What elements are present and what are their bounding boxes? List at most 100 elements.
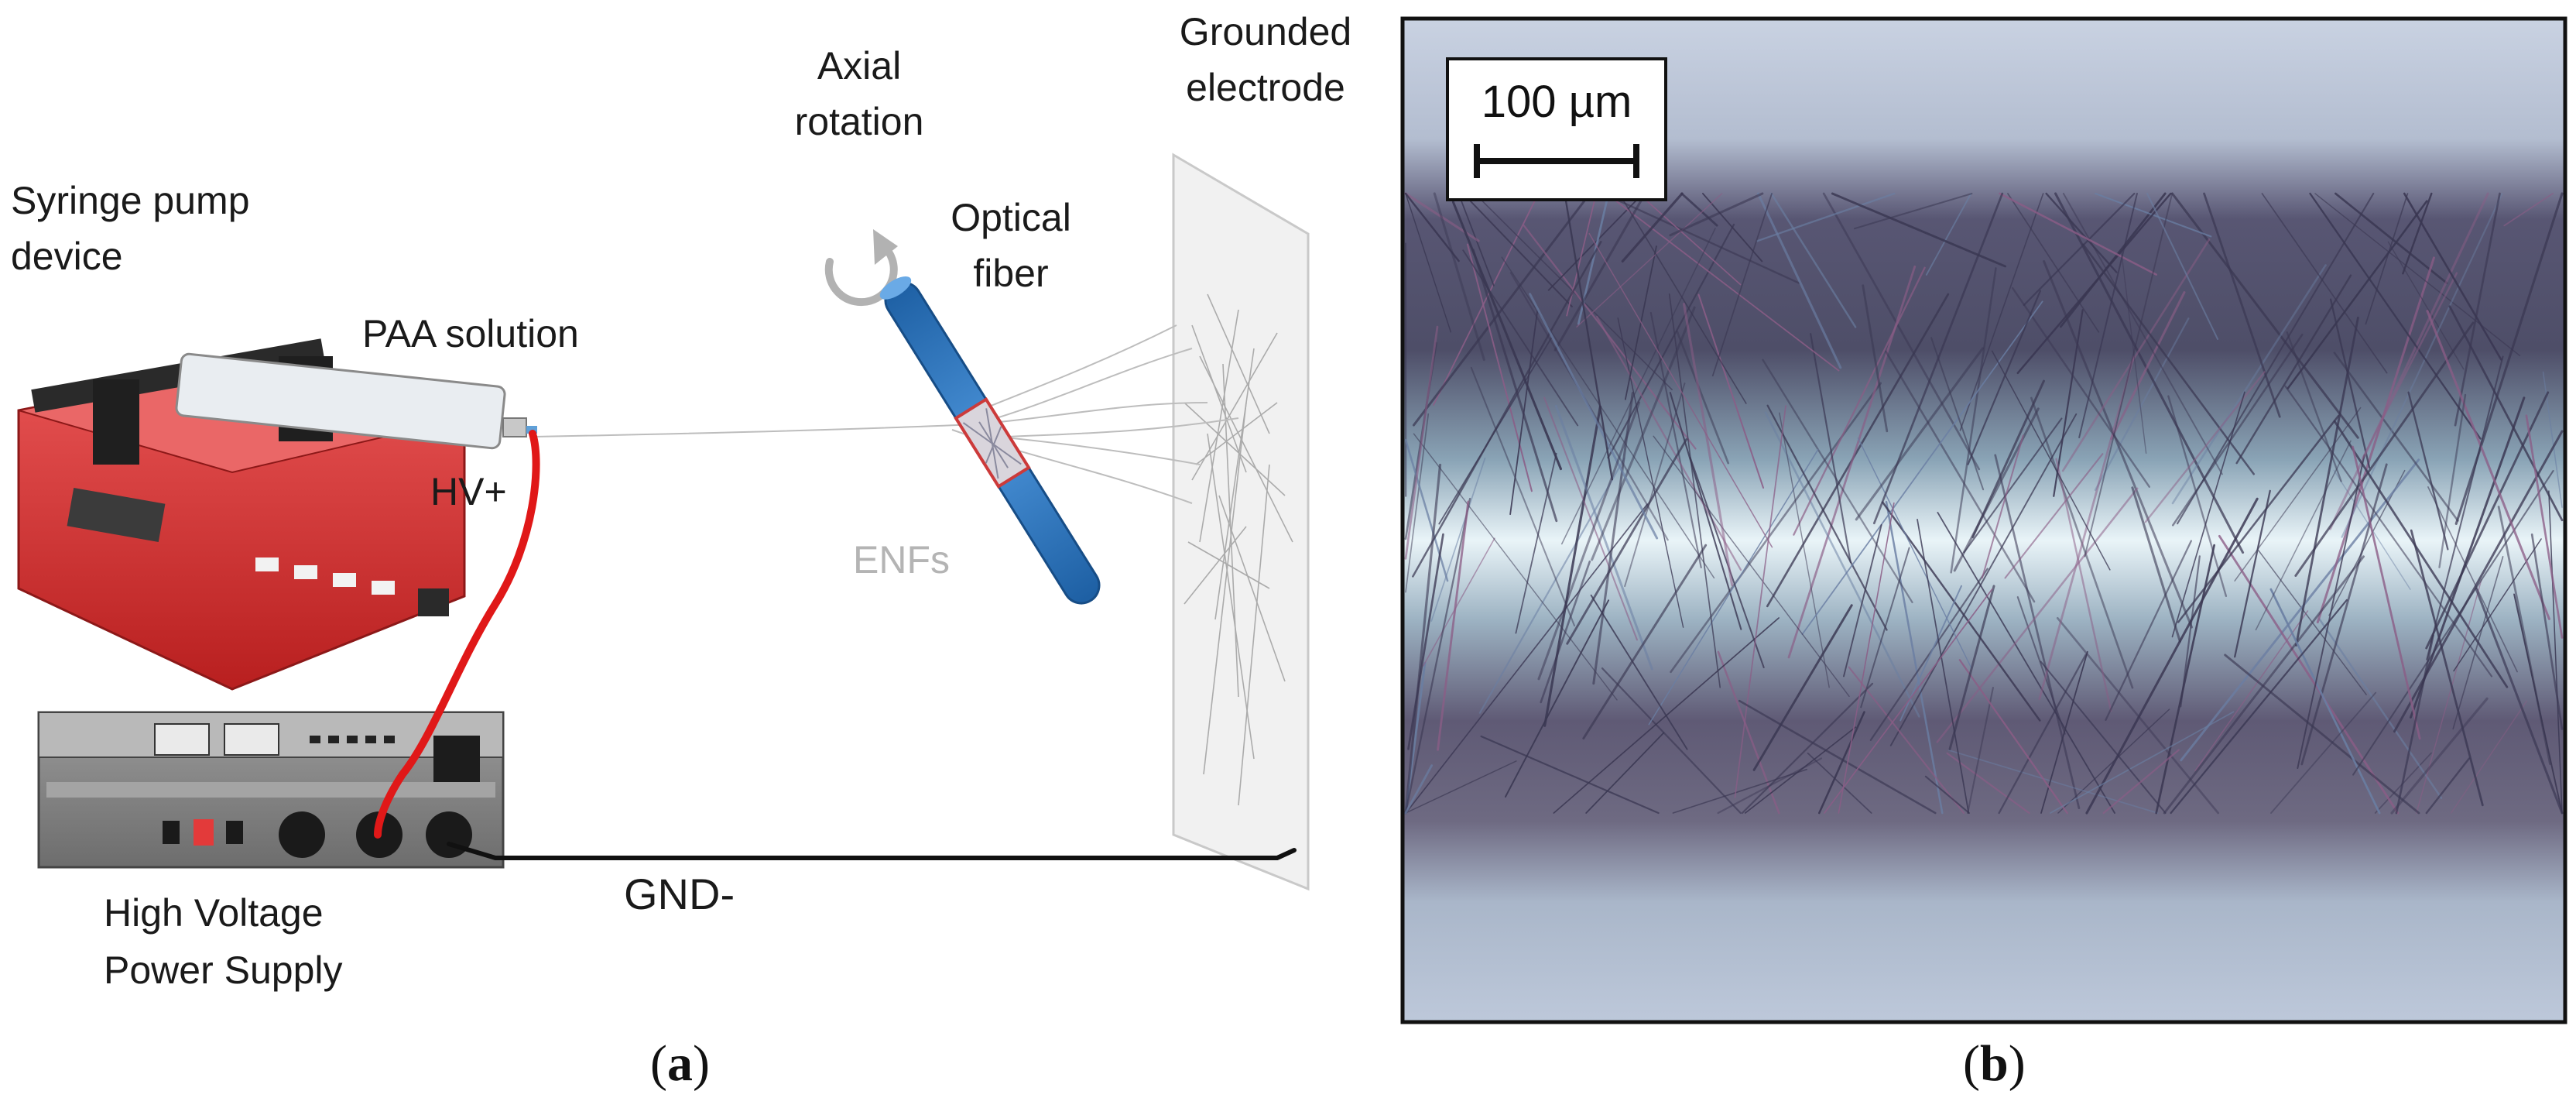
nanofiber-strand bbox=[2218, 534, 2400, 815]
nanofiber-strand bbox=[1885, 350, 2036, 603]
nanofiber-strand bbox=[1672, 768, 1807, 814]
nanofiber-strand bbox=[2333, 352, 2459, 522]
nanofiber-strand bbox=[1653, 435, 1850, 698]
nanofiber-strand bbox=[1595, 315, 1742, 571]
nanofiber-strand bbox=[1848, 666, 1965, 815]
nanofiber-strand bbox=[2177, 192, 2375, 525]
collected-fibers bbox=[1184, 293, 1293, 806]
label-grounded-electrode-line1: Grounded bbox=[1179, 10, 1352, 53]
nanofiber-strand bbox=[1433, 193, 1540, 406]
scale-bar-left-tick bbox=[1474, 144, 1480, 178]
nanofiber-strand bbox=[1734, 405, 1786, 798]
nanofiber-strand bbox=[1917, 519, 1970, 814]
nanofiber-strand bbox=[1451, 201, 1563, 471]
label-optical-fiber-line2: fiber bbox=[973, 252, 1049, 295]
nanofiber-strand bbox=[2194, 610, 2309, 772]
nanofiber-strand bbox=[2497, 506, 2551, 765]
nanofiber-strand bbox=[2410, 529, 2484, 807]
nanofiber-strand bbox=[2105, 540, 2192, 722]
nanofiber-strand bbox=[1404, 497, 1471, 815]
nanofiber-strand bbox=[2049, 711, 2235, 814]
nanofiber-strand bbox=[2548, 490, 2563, 814]
nanofiber-strand bbox=[2224, 654, 2420, 815]
nanofiber-strand bbox=[1407, 533, 1444, 750]
nanofiber-strand bbox=[1585, 732, 1665, 814]
nanofiber-strand bbox=[1860, 547, 1910, 708]
nanofiber-strand bbox=[1523, 225, 1697, 450]
nanofiber-strand bbox=[2390, 697, 2489, 815]
nanofiber-strand bbox=[2011, 286, 2150, 488]
nanofiber-strand bbox=[2056, 616, 2220, 815]
nanofiber-strand bbox=[2294, 321, 2475, 577]
nanofiber-strand bbox=[2110, 291, 2186, 441]
nanofiber-strand bbox=[1412, 241, 1602, 578]
label-axial-rotation-line1: Axial bbox=[817, 44, 902, 87]
nanofiber-strand bbox=[1478, 457, 1625, 714]
nanofiber-strand bbox=[1998, 654, 2087, 815]
nanofiber-strand bbox=[2416, 579, 2482, 814]
nanofiber-strand bbox=[2094, 317, 2190, 492]
nanofiber-strand bbox=[2155, 544, 2215, 815]
nanofiber-strand bbox=[1437, 500, 1470, 751]
scale-bar bbox=[1477, 158, 1636, 164]
nanofiber-strand bbox=[1669, 392, 1742, 630]
nanofiber-strand bbox=[2287, 200, 2428, 389]
nanofiber-strand bbox=[1582, 544, 1708, 739]
nanofiber-strand bbox=[1853, 192, 1973, 230]
nanofiber-strand bbox=[2170, 599, 2348, 815]
nanofiber-strand bbox=[1404, 463, 1442, 815]
nanofiber-strand bbox=[2016, 596, 2066, 735]
nanofiber-strand bbox=[2426, 355, 2504, 660]
nanofiber-strand bbox=[1881, 501, 2041, 722]
nanofiber-strand bbox=[2270, 691, 2377, 814]
nanofiber-strand bbox=[2426, 310, 2550, 620]
nanofiber-strand bbox=[1433, 192, 1485, 362]
nanofiber-strand bbox=[2061, 238, 2211, 472]
nanofiber-strand bbox=[1404, 438, 1449, 582]
label-syringe-pump-line1: Syringe pump bbox=[11, 179, 250, 222]
nanofiber-strand bbox=[1822, 192, 1981, 471]
label-power-supply-line1: High Voltage bbox=[104, 891, 324, 935]
nanofiber-strand bbox=[2235, 274, 2352, 465]
setup-illustration bbox=[17, 153, 1310, 891]
nanofiber-strand bbox=[2450, 700, 2528, 814]
nanofiber-strand bbox=[2167, 395, 2228, 597]
nanofiber-strand bbox=[1981, 434, 2024, 579]
nanofiber-strand bbox=[1624, 383, 1686, 588]
label-optical-fiber-line1: Optical bbox=[951, 196, 1071, 239]
optical-fiber bbox=[879, 276, 1101, 605]
nanofiber-strand bbox=[1948, 585, 1995, 751]
nanofiber-strand bbox=[1963, 417, 2063, 554]
nanofiber-strand bbox=[2286, 331, 2342, 482]
nanofiber-strand bbox=[2503, 193, 2554, 227]
hv-cable bbox=[374, 430, 540, 839]
nanofiber-strand bbox=[1948, 750, 2159, 814]
nanofiber-strand bbox=[1838, 502, 1895, 814]
nanofiber-strand bbox=[1529, 293, 1659, 540]
nanofiber-strand bbox=[1405, 503, 1648, 814]
nanofiber-strand bbox=[2144, 371, 2266, 523]
nanofiber-strand bbox=[1649, 311, 1702, 569]
nanofiber-strand bbox=[1872, 192, 2004, 525]
nanofiber-strand bbox=[1999, 192, 2157, 276]
gnd-cable bbox=[447, 842, 1297, 860]
nanofiber-strand bbox=[1702, 193, 1763, 262]
nanofiber-strand bbox=[2234, 489, 2271, 658]
nanofiber-strand bbox=[1471, 249, 1558, 523]
nanofiber-strand bbox=[1466, 243, 1533, 492]
nanofiber-strand bbox=[1959, 193, 2044, 431]
nanofiber-strand bbox=[2352, 445, 2421, 740]
nanofiber-strand bbox=[2004, 453, 2104, 579]
nanofiber-strand bbox=[1936, 487, 2139, 743]
nanofiber-strand bbox=[1621, 192, 1684, 262]
nanofiber-strand bbox=[1617, 317, 1684, 628]
nanofiber-strand bbox=[2163, 555, 2365, 815]
label-grounded-electrode-line2: electrode bbox=[1186, 66, 1345, 109]
nanofiber-strand bbox=[1470, 366, 1576, 627]
nanofiber-strand bbox=[2438, 393, 2467, 568]
nanofiber-strand bbox=[1807, 752, 1872, 814]
nanofiber-strand bbox=[1950, 267, 1997, 574]
nanofiber-strand bbox=[2102, 749, 2180, 815]
nanofiber-strand bbox=[1711, 193, 1773, 377]
label-syringe-pump-line2: device bbox=[11, 235, 123, 278]
